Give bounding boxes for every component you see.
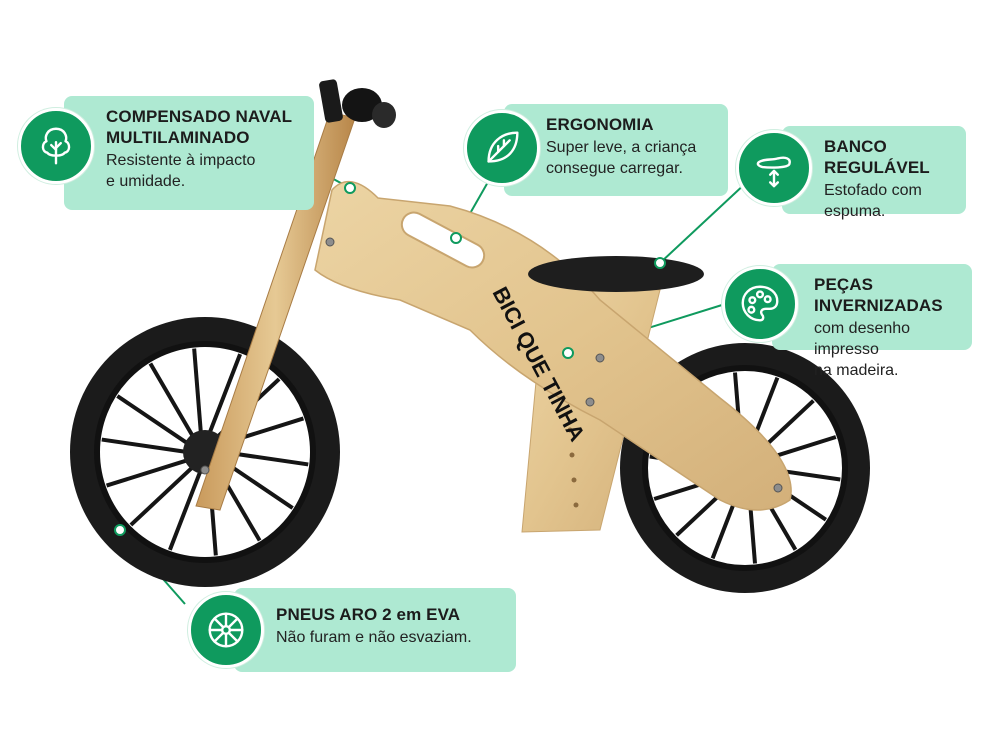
callout-pecas-title: PEÇAS INVERNIZADAS (814, 275, 943, 315)
wheel-icon (188, 592, 264, 668)
wheel-spoke (207, 353, 242, 436)
callout-pneus-desc: Não furam e não esvaziam. (276, 629, 472, 646)
wheel-spoke (129, 464, 196, 527)
wheel-spoke (101, 437, 188, 454)
wooden-frame (314, 181, 792, 511)
callout-pecas: PEÇAS INVERNIZADAS com desenho impresso … (772, 264, 972, 379)
paint-palette-icon (722, 266, 798, 342)
front-wheel (70, 317, 340, 587)
tree-icon (18, 108, 94, 184)
wheel-spoke (168, 468, 203, 551)
callout-banco-desc: Estofado com espuma. (824, 182, 922, 220)
callout-compensado: COMPENSADO NAVAL MULTILAMINADO Resistent… (64, 96, 314, 210)
callout-compensado-desc: Resistente à impacto e umidade. (106, 152, 256, 190)
callout-ergonomia-title: ERGONOMIA (546, 115, 654, 134)
wheel-spoke (116, 394, 190, 446)
callout-pneus: PNEUS ARO 2 em EVA Não furam e não esvaz… (234, 588, 516, 672)
callout-banco-title: BANCO REGULÁVEL (824, 137, 930, 177)
callout-ergonomia-desc: Super leve, a criança consegue carregar. (546, 139, 697, 177)
front-fork (195, 111, 356, 511)
callout-ergonomia: ERGONOMIA Super leve, a criança consegue… (504, 104, 728, 196)
adjustable-seat-icon (736, 130, 812, 206)
wheel-spoke (192, 348, 203, 435)
handlebar (319, 79, 396, 128)
callout-banco: BANCO REGULÁVEL Estofado com espuma. (782, 126, 966, 220)
wheel-spoke (105, 457, 190, 488)
seat (528, 256, 704, 292)
callout-pecas-desc: com desenho impresso na madeira. (814, 320, 911, 379)
callout-compensado-title: COMPENSADO NAVAL MULTILAMINADO (106, 107, 293, 147)
leaf-icon (464, 110, 540, 186)
wheel-spoke (148, 362, 196, 439)
callout-pneus-title: PNEUS ARO 2 em EVA (276, 605, 461, 624)
